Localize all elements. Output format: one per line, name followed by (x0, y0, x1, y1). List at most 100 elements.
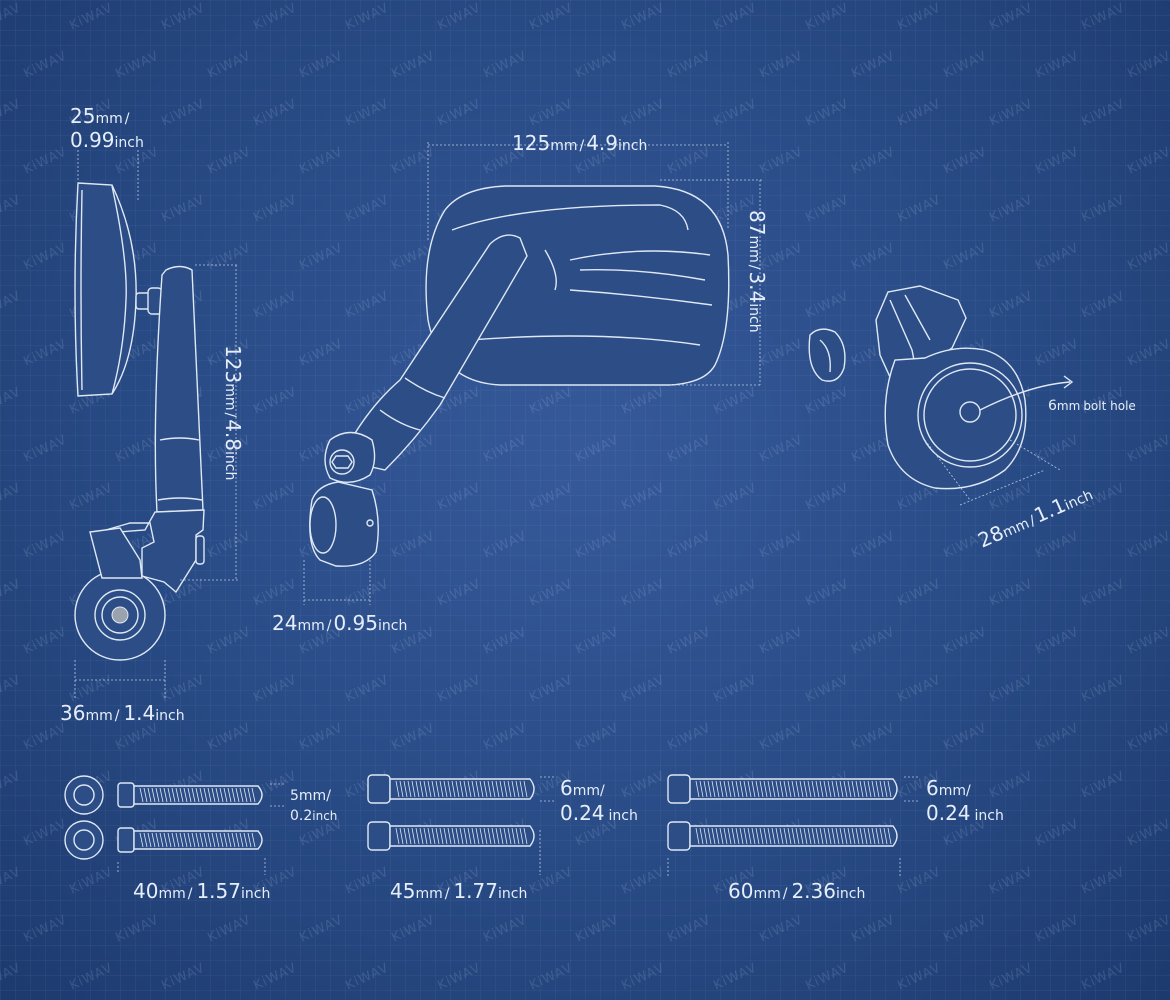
bolt-thread-line (403, 827, 408, 845)
bolt-thread-line (203, 832, 208, 848)
bolt-thread-line (847, 780, 852, 798)
bolt-thread-line (783, 780, 788, 798)
watermark-text: KiWAV (895, 960, 943, 993)
watermark-text: KiWAV (803, 960, 851, 993)
bolt-thread-line (411, 827, 416, 845)
bolt-thread-line (735, 780, 740, 798)
watermark-text: KiWAV (21, 432, 69, 465)
watermark-text: KiWAV (251, 192, 299, 225)
bolt-thread-line (431, 780, 436, 798)
bolt-thread-line (795, 780, 800, 798)
bolt-thread-line (243, 787, 248, 803)
bolt-thread-line (827, 827, 832, 845)
bolt-thread-line (811, 827, 816, 845)
watermark-text: KiWAV (895, 672, 943, 705)
watermark-text: KiWAV (205, 528, 253, 561)
watermark-text: KiWAV (573, 528, 621, 561)
bolt-thread-line (863, 780, 868, 798)
bolt-thread-line (411, 780, 416, 798)
bolt-thread-line (495, 827, 500, 845)
bolt-thread-line (515, 780, 520, 798)
watermark-text: KiWAV (343, 960, 391, 993)
bolt-thread-line (195, 787, 200, 803)
bolt-thread-line (771, 827, 776, 845)
clamp-view (808, 285, 1074, 506)
bolt-thread-line (511, 780, 516, 798)
bolt-thread-line (471, 780, 476, 798)
bolt-thread-line (799, 780, 804, 798)
bolt-thread-line (715, 780, 720, 798)
watermark-text: KiWAV (619, 864, 667, 897)
bolt-thread-line (879, 780, 884, 798)
watermark-text: KiWAV (0, 288, 24, 321)
watermark-text: KiWAV (21, 240, 69, 273)
bolt-40-dia-inch-label: 0.2inch (290, 808, 337, 824)
bolt-thread-line (431, 827, 436, 845)
watermark-text: KiWAV (1033, 336, 1081, 369)
bolt-thread-line (755, 780, 760, 798)
watermark-text: KiWAV (987, 864, 1035, 897)
bolt-thread-line (175, 787, 180, 803)
bolt-thread-line (831, 827, 836, 845)
bolt-thread-line (479, 780, 484, 798)
bolt-thread-line (215, 787, 220, 803)
watermark-text: KiWAV (849, 624, 897, 657)
bolt-thread-line (203, 787, 208, 803)
watermark-text: KiWAV (803, 384, 851, 417)
watermark-text: KiWAV (987, 576, 1035, 609)
bolt-thread-line (407, 827, 412, 845)
watermark-text: KiWAV (757, 240, 805, 273)
watermark-text: KiWAV (987, 672, 1035, 705)
bolt-thread-line (167, 787, 172, 803)
watermark-text: KiWAV (803, 576, 851, 609)
bolt-shaft (389, 825, 535, 847)
bolt-thread-line (883, 827, 888, 845)
watermark-text: KiWAV (1079, 864, 1127, 897)
watermark-text: KiWAV (343, 96, 391, 129)
bolt-thread-line (139, 832, 144, 848)
bolt-shaft (389, 778, 535, 800)
bolt-thread-line (443, 780, 448, 798)
bolt-thread-line (515, 827, 520, 845)
watermark-text: KiWAV (527, 576, 575, 609)
watermark-text: KiWAV (573, 720, 621, 753)
bolt-thread-line (767, 827, 772, 845)
bolt-thread-line (767, 780, 772, 798)
watermark-text: KiWAV (895, 864, 943, 897)
bolt-thread-line (707, 780, 712, 798)
watermark-text: KiWAV (159, 96, 207, 129)
watermark-text: KiWAV (711, 576, 759, 609)
bolt-thread-line (803, 780, 808, 798)
watermark-text: KiWAV (711, 384, 759, 417)
bolt-thread-line (459, 827, 464, 845)
watermark-text: KiWAV (297, 48, 345, 81)
bolt-thread-line (399, 780, 404, 798)
watermark-text: KiWAV (343, 672, 391, 705)
bolt-thread-line (499, 780, 504, 798)
watermark-text: KiWAV (1079, 288, 1127, 321)
bolt-40-dia-label: 5mm/ (290, 788, 331, 804)
bolt-thread-line (843, 827, 848, 845)
bolt-thread-line (207, 787, 212, 803)
watermark-text: KiWAV (205, 720, 253, 753)
washer (64, 820, 104, 860)
bolt-set-60 (667, 774, 918, 878)
watermark-text: KiWAV (205, 48, 253, 81)
bolt-thread-line (771, 780, 776, 798)
bolt-45-dia-label: 6mm/ (560, 776, 605, 800)
bolt-thread-line (867, 827, 872, 845)
watermark-text: KiWAV (619, 576, 667, 609)
bolt-thread-line (447, 780, 452, 798)
watermark-text: KiWAV (251, 384, 299, 417)
watermark-text: KiWAV (251, 576, 299, 609)
bolt-thread-line (155, 787, 160, 803)
watermark-text: KiWAV (1079, 960, 1127, 993)
watermark-text: KiWAV (1033, 624, 1081, 657)
bolt-thread-line (427, 827, 432, 845)
watermark-text: KiWAV (895, 96, 943, 129)
bolt-thread-line (791, 827, 796, 845)
bolt-thread-line (143, 787, 148, 803)
watermark-text: KiWAV (619, 96, 667, 129)
watermark-text: KiWAV (849, 528, 897, 561)
bolt-thread-line (731, 780, 736, 798)
